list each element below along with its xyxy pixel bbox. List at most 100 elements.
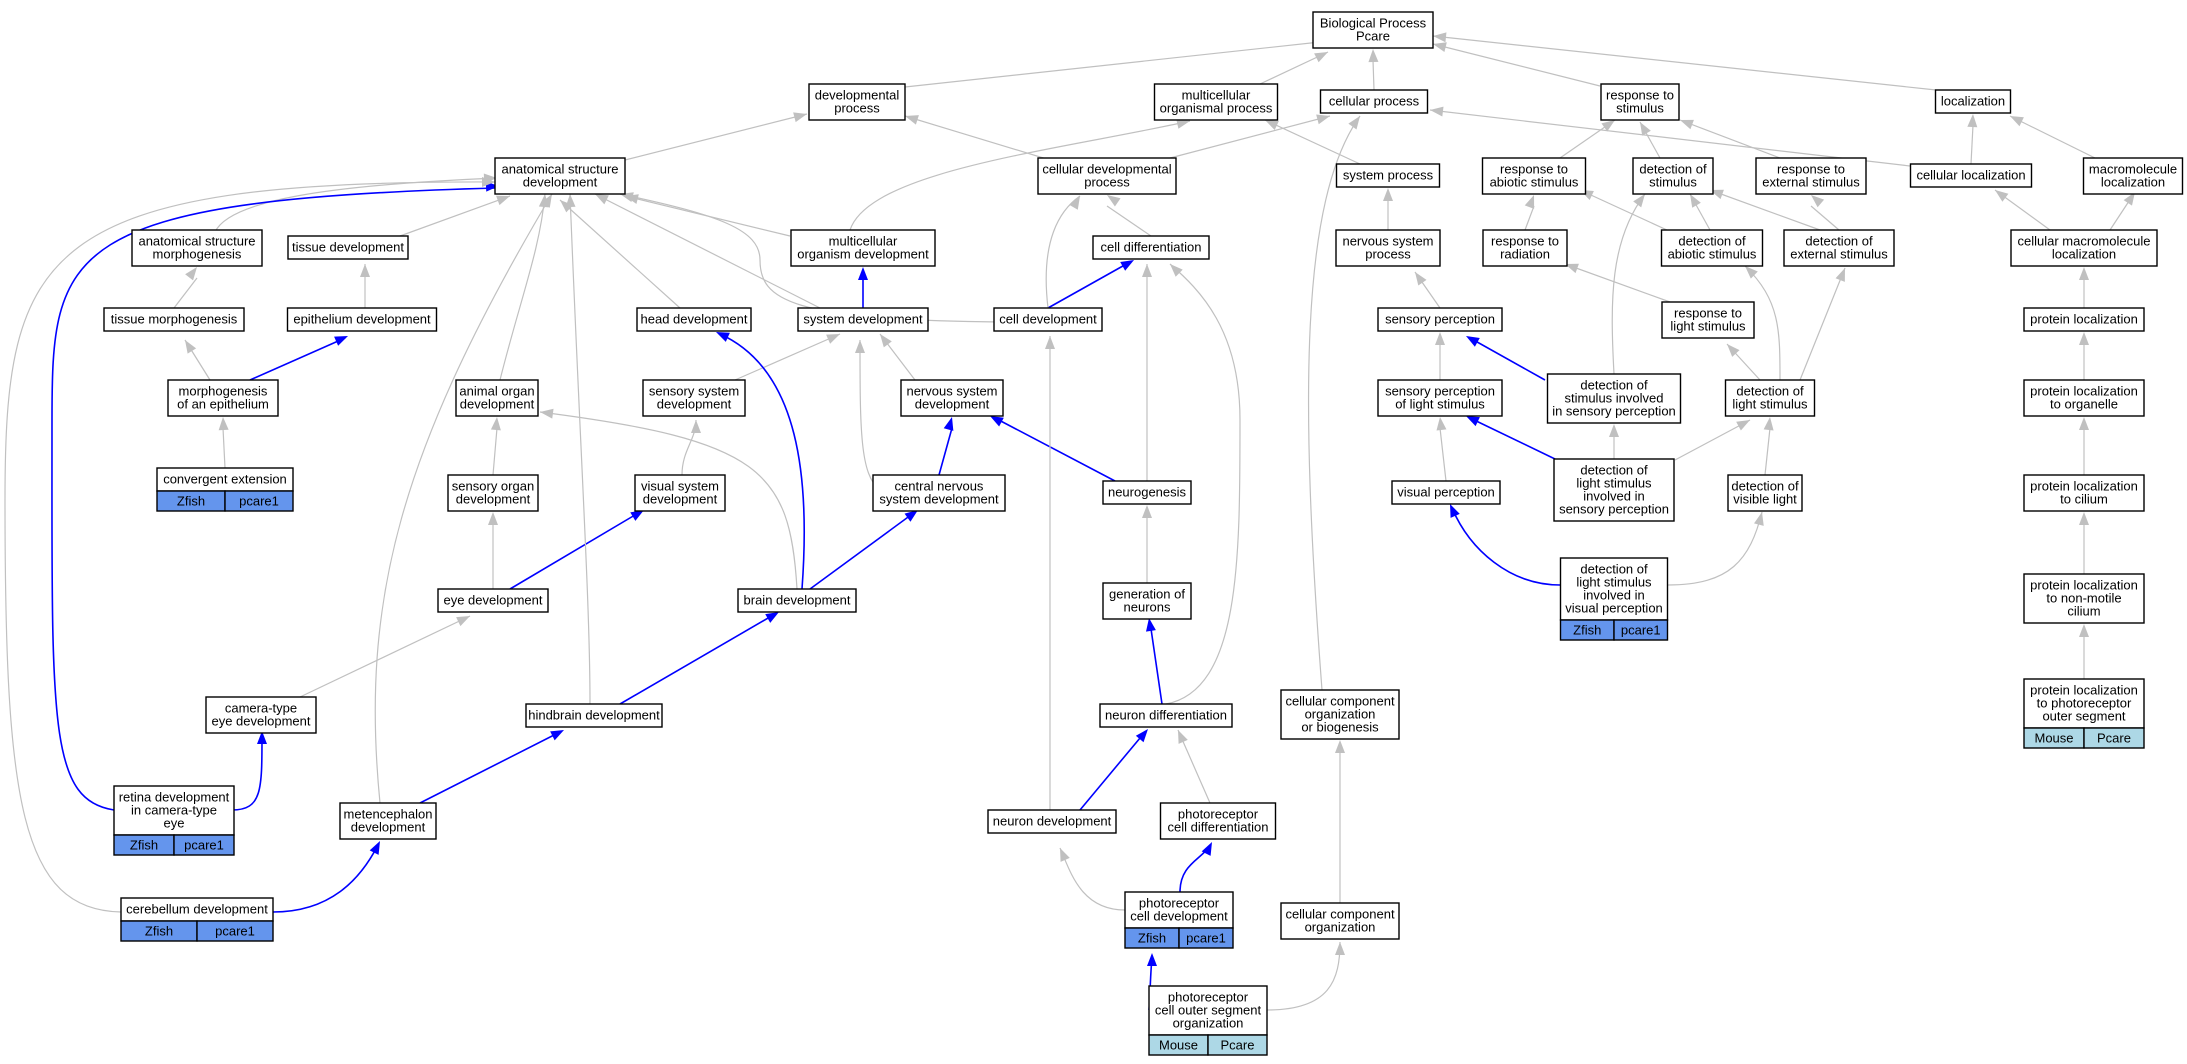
go-term-node-hinddev[interactable]: hindbrain development <box>525 703 663 728</box>
go-term-node-protloc[interactable]: protein localization <box>2023 307 2145 332</box>
edge-hinddev-to-asd <box>565 193 591 705</box>
go-term-node-neurdiff[interactable]: neuron differentiation <box>1099 703 1233 728</box>
node-box <box>2023 573 2145 624</box>
go-term-node-local[interactable]: localization <box>1934 89 2012 114</box>
edge-detlightvis-to-detvis-arrowhead <box>1754 512 1764 526</box>
species-label: Zfish <box>177 494 205 509</box>
node-label-line: neuron differentiation <box>1105 708 1227 723</box>
edge-resplight-to-resprad-line <box>1564 263 1671 303</box>
edge-detlight-to-detabio-arrowhead <box>1745 266 1758 279</box>
edge-celldev-to-celldevproc-line <box>1045 195 1081 309</box>
go-term-node-sensperc[interactable]: sensory perception <box>1377 307 1503 332</box>
go-term-node-braindev[interactable]: brain development <box>737 588 857 613</box>
edge-braindev-to-animorgdev-line <box>539 411 798 590</box>
go-term-node-neurdev[interactable]: neuron development <box>987 809 1117 834</box>
node-label-line: sensory organ <box>452 479 534 494</box>
edge-resprad-to-respabio <box>1524 195 1535 231</box>
go-term-node-neurogen[interactable]: neurogenesis <box>1102 480 1192 505</box>
node-label-line: or biogenesis <box>1301 720 1379 735</box>
edge-detlightvis-to-detvis <box>1667 511 1764 586</box>
node-label-line: neurons <box>1124 600 1171 615</box>
edge-local-to-bp <box>1432 32 1937 91</box>
node-label-line: sensory perception <box>1385 312 1495 327</box>
go-term-node-celldiff[interactable]: cell differentiation <box>1092 235 1210 260</box>
edge-cellproc-to-bp-line <box>1372 59 1375 91</box>
go-term-node-cellloc[interactable]: cellular localization <box>1909 163 2033 188</box>
edge-cnsdev-to-nsdev-arrowhead <box>943 417 954 431</box>
go-term-node-eyedev[interactable]: eye development <box>437 588 549 613</box>
edge-neurdiff-to-celldiff <box>1165 263 1241 705</box>
node-label-line: in sensory perception <box>1552 404 1676 419</box>
go-term-node-tissuemorph[interactable]: tissue morphogenesis <box>103 307 245 332</box>
edge-asm-to-asd-line <box>214 177 498 233</box>
node-label-line: photoreceptor <box>1178 807 1259 822</box>
go-term-node-sysdev[interactable]: system development <box>797 307 929 332</box>
node-box <box>808 83 906 121</box>
go-term-node-headdev[interactable]: head development <box>636 307 752 332</box>
edge-neurdiff-to-celldiff-arrowhead <box>1170 264 1183 277</box>
go-term-node-celldev[interactable]: cell development <box>993 307 1103 332</box>
go-term-node-visperc[interactable]: visual perception <box>1391 480 1501 505</box>
go-term-node-cellproc[interactable]: cellular process <box>1319 89 1429 114</box>
node-label-line: process <box>834 101 880 116</box>
edge-metdev-to-asd-arrowhead <box>541 194 552 208</box>
edge-braindev-to-headdev-line <box>719 333 806 590</box>
edge-local-to-bp-line <box>1432 35 1937 91</box>
node-label-line: tissue morphogenesis <box>111 312 238 327</box>
go-term-node-tissuedev[interactable]: tissue development <box>287 235 409 260</box>
node-label-line: sensory system <box>649 384 739 399</box>
node-box <box>455 379 539 417</box>
go-term-node-sysproc[interactable]: system process <box>1335 163 1441 188</box>
edge-visperc-to-senspercl-arrowhead <box>1436 417 1447 431</box>
edge-hinddev-to-asd-line <box>569 193 591 705</box>
node-label-line: radiation <box>1500 247 1550 262</box>
go-term-node-epidev[interactable]: epithelium development <box>286 307 438 332</box>
